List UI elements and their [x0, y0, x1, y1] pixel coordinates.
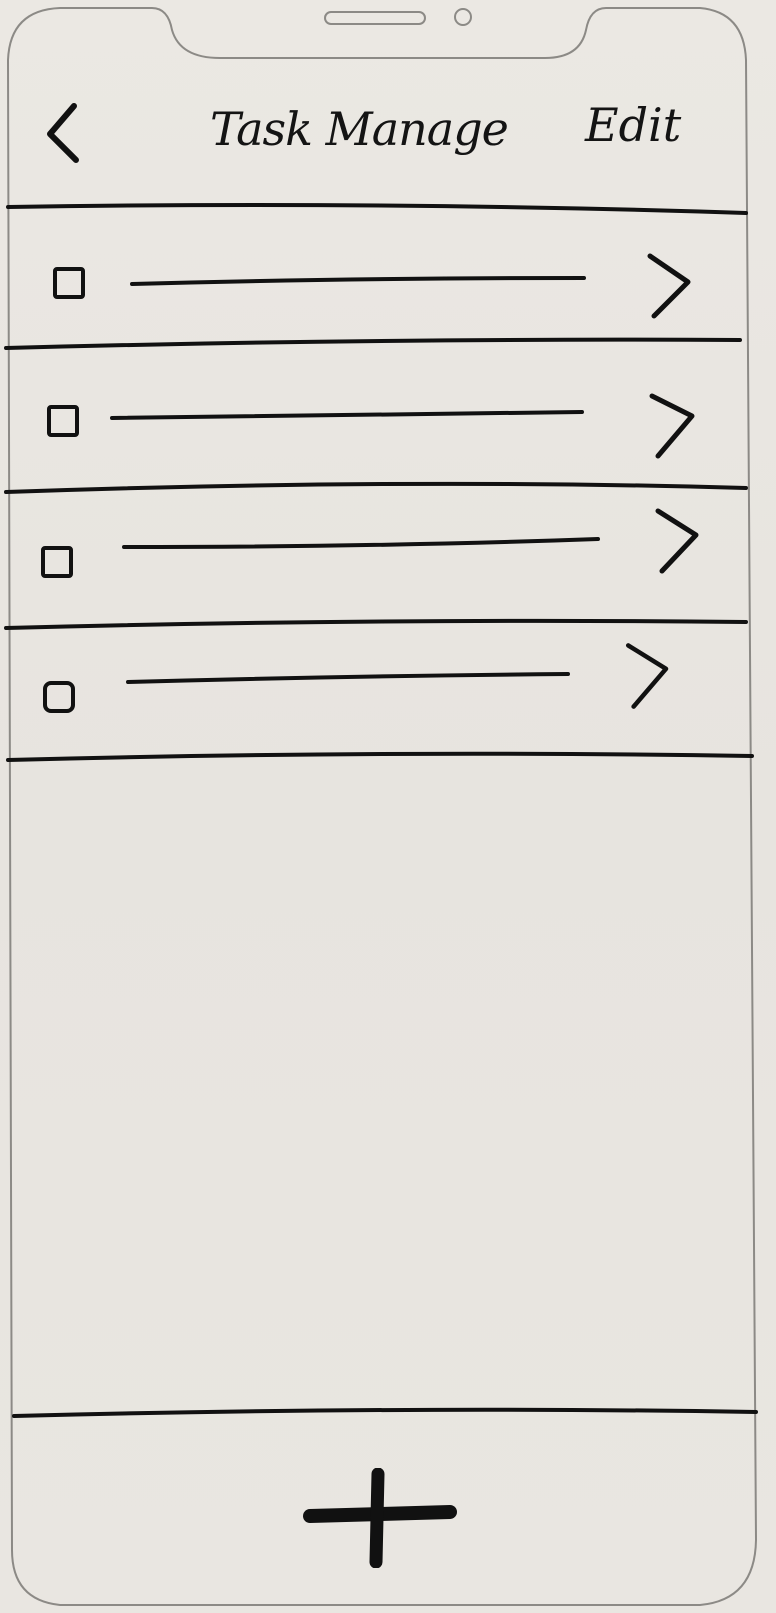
header-divider [6, 203, 748, 215]
task-row[interactable] [0, 640, 776, 760]
task-title [140, 360, 141, 361]
footer-divider [12, 1407, 758, 1418]
chevron-right-icon[interactable] [644, 390, 700, 462]
task-title-placeholder [122, 537, 600, 549]
list-bottom-divider [6, 751, 754, 762]
row-divider [4, 337, 742, 350]
edit-button[interactable]: Edit [585, 98, 682, 152]
chevron-right-icon[interactable] [620, 640, 676, 712]
add-task-button[interactable] [300, 1468, 460, 1568]
task-row[interactable] [0, 360, 776, 480]
task-title-placeholder [126, 672, 570, 684]
checkbox[interactable] [46, 404, 80, 438]
task-title-placeholder [110, 410, 584, 420]
nav-header: Task Manage Edit [0, 80, 776, 200]
plus-icon [303, 1468, 457, 1568]
row-divider [4, 618, 748, 630]
task-title [140, 640, 141, 641]
chevron-right-icon[interactable] [640, 250, 696, 322]
chevron-right-icon[interactable] [650, 505, 706, 577]
task-row[interactable] [0, 505, 776, 625]
page-title: Task Manage [210, 102, 509, 156]
task-title [140, 220, 141, 221]
checkbox[interactable] [40, 545, 74, 579]
checkbox[interactable] [52, 266, 86, 300]
task-title [140, 505, 141, 506]
task-row[interactable] [0, 220, 776, 340]
task-title-placeholder [130, 276, 586, 286]
chevron-left-icon[interactable] [40, 100, 88, 164]
row-divider [4, 481, 748, 494]
checkbox[interactable] [42, 680, 76, 714]
